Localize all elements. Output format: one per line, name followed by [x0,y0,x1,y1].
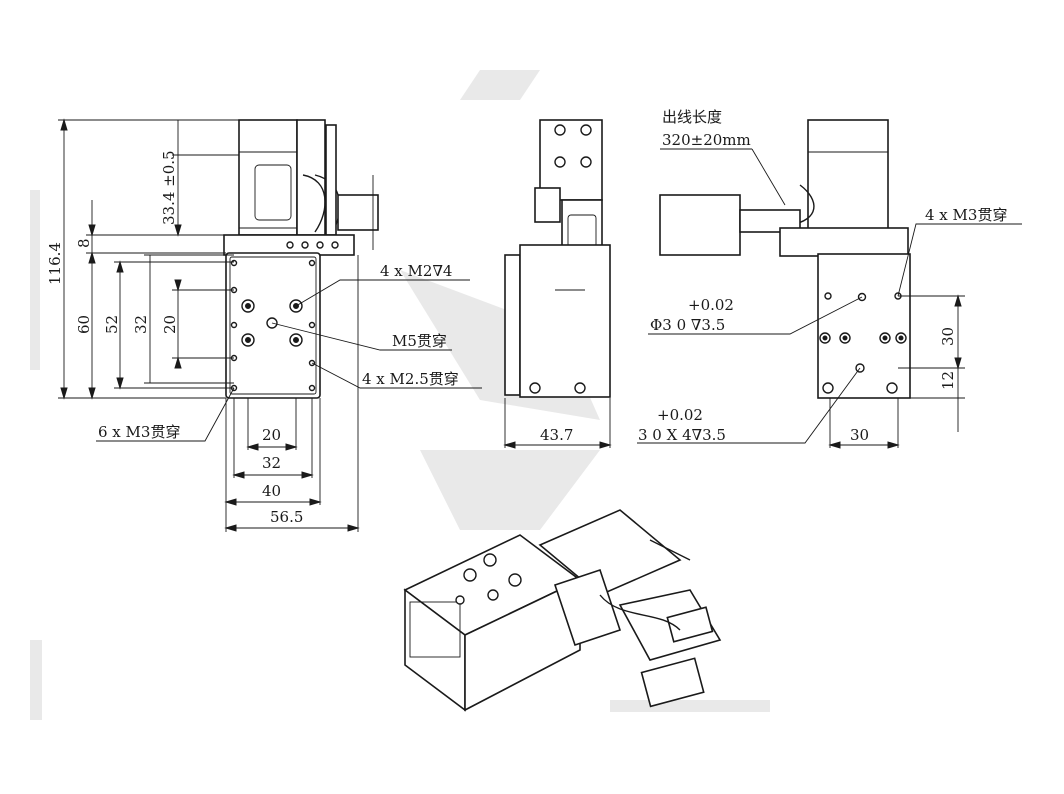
callout-m3-rear: 4 x M3贯穿 [925,206,1007,224]
dim-tolerance-height: 33.4 ±0.5 [160,150,178,225]
dim-hole-spacing-inner: 20 [161,315,179,334]
callout-m25: 4 x M2.5贯穿 [362,370,459,388]
rear-connector [659,194,741,256]
side-view: 43.7 [503,119,612,449]
callout-m2: 4 x M2∇4 [380,262,452,280]
rear-view: 出线长度 320±20mm [637,108,1022,449]
pin-tol-1: +0.02 [688,296,734,314]
dim-width-outer: 40 [262,482,281,500]
rear-motor [807,119,889,231]
dim-total-height: 116.4 [46,242,64,285]
dim-hole-spacing-mid: 32 [132,315,150,334]
dim-rear-spacing-v: 30 [939,327,957,346]
rear-base [817,253,911,399]
dim-rear-spacing-h: 30 [850,426,869,444]
callout-m3-front: 6 x M3贯穿 [98,423,180,441]
motor-body [238,119,298,236]
side-motor [539,119,603,201]
dim-hole-spacing-outer: 52 [103,315,121,334]
isometric-view [403,509,722,712]
pin-tol-2: +0.02 [657,406,703,424]
dim-offset-top: 8 [75,238,93,248]
dim-plate-height: 60 [75,315,93,334]
dim-total-width: 56.5 [270,508,303,526]
front-view: 116.4 33.4 ±0.5 8 60 52 32 20 20 3 [46,118,482,532]
cable-label: 出线长度 [662,108,722,126]
pin-spec-2: 3 0 X 4∇3.5 [638,426,726,444]
pin-spec-1: Φ3 0 ∇3.5 [650,316,725,334]
callout-m5: M5贯穿 [392,332,447,350]
cable-length: 320±20mm [662,131,751,149]
side-base [519,244,611,398]
dim-width-mid: 32 [262,454,281,472]
dim-side-width: 43.7 [540,426,573,444]
dim-rear-offset-v: 12 [939,371,957,390]
dim-width-inner: 20 [262,426,281,444]
